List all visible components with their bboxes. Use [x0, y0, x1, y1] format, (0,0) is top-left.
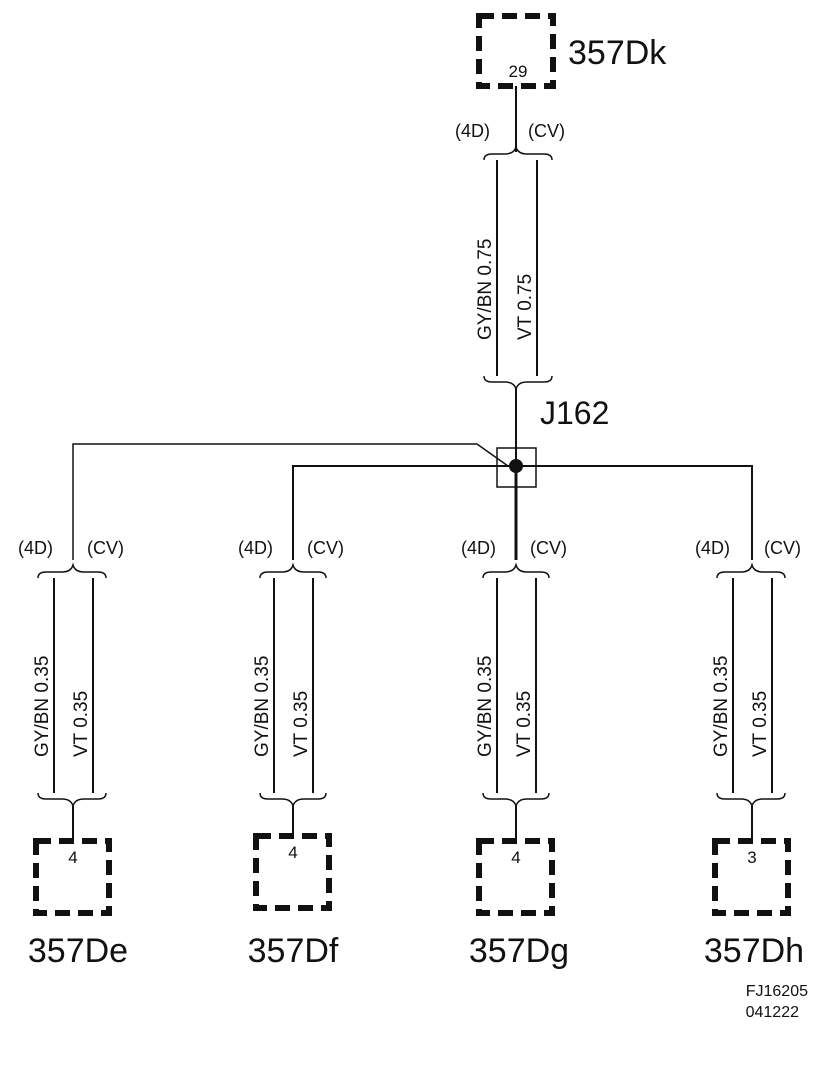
bracket-top	[482, 562, 550, 579]
connector-id: 357Dh	[704, 932, 804, 970]
branch-357Dh: (4D) (CV) GY/BN 0.35 VT 0.35 3 357Dh	[695, 538, 804, 970]
connector-id: 357Dg	[469, 932, 569, 970]
bracket-bottom	[259, 792, 327, 809]
wire-label-2: VT 0.35	[291, 691, 312, 757]
cable-code-left: (4D)	[695, 538, 730, 558]
connector-id: 357Dk	[568, 34, 667, 72]
cable-code-left: (4D)	[238, 538, 273, 558]
branch-357Df: (4D) (CV) GY/BN 0.35 VT 0.35 4 357Df	[238, 538, 344, 970]
connector-357Dk: 29 357Dk	[476, 13, 667, 89]
bracket-top	[716, 562, 786, 579]
cable-code-left: (4D)	[18, 538, 53, 558]
branch-357De: (4D) (CV) GY/BN 0.35 VT 0.35 4 357De	[18, 538, 128, 970]
wire-label-1: GY/BN 0.35	[32, 656, 53, 757]
cable-code-left: (4D)	[455, 121, 490, 141]
connector-id: 357Df	[248, 932, 339, 970]
reference-line-2: 041222	[746, 1004, 799, 1021]
cable-code-right: (CV)	[528, 121, 565, 141]
cable-code-right: (CV)	[530, 538, 567, 558]
branch-357Dg: (4D) (CV) GY/BN 0.35 VT 0.35 4 357Dg	[461, 538, 569, 970]
wire-label-2: VT 0.35	[71, 691, 92, 757]
connector-box	[712, 838, 791, 916]
connector-id: 357De	[28, 932, 128, 970]
junction-J162: J162	[72, 395, 753, 560]
bracket-bottom	[482, 792, 550, 809]
wire-label-2: VT 0.35	[514, 691, 535, 757]
connector-pin: 29	[509, 62, 528, 81]
connector-pin: 4	[511, 848, 520, 867]
top-cable: (4D) (CV) GY/BN 0.75 VT 0.75	[455, 86, 565, 466]
connector-box	[476, 13, 556, 89]
branch-wire-357De	[72, 443, 509, 560]
cable-code-right: (CV)	[307, 538, 344, 558]
connector-pin: 3	[747, 848, 756, 867]
bracket-top	[259, 562, 327, 579]
cable-code-left: (4D)	[461, 538, 496, 558]
branch-wire-357Dh	[516, 465, 753, 560]
junction-id: J162	[540, 395, 609, 431]
connector-box	[476, 838, 555, 916]
wire-label-1: GY/BN 0.35	[711, 656, 732, 757]
connector-pin: 4	[288, 843, 297, 862]
wire-label-2: VT 0.35	[750, 691, 771, 757]
cable-code-right: (CV)	[764, 538, 801, 558]
wire-label-1: GY/BN 0.35	[475, 656, 496, 757]
connector-pin: 4	[68, 848, 77, 867]
connector-box	[33, 838, 112, 916]
cable-code-right: (CV)	[87, 538, 124, 558]
bracket-bottom	[716, 792, 786, 809]
reference-line-1: FJ16205	[746, 983, 808, 1000]
bracket-bottom	[37, 792, 107, 809]
wire-label-2: VT 0.75	[515, 274, 536, 340]
bracket-top	[37, 562, 107, 579]
connector-box	[253, 833, 332, 911]
branch-wire-357Df	[292, 465, 516, 560]
bracket-top	[483, 144, 553, 161]
bracket-bottom	[483, 375, 553, 392]
wire-label-1: GY/BN 0.35	[252, 656, 273, 757]
wire-label-1: GY/BN 0.75	[475, 239, 496, 340]
diagram-reference: FJ16205 041222	[746, 983, 808, 1021]
